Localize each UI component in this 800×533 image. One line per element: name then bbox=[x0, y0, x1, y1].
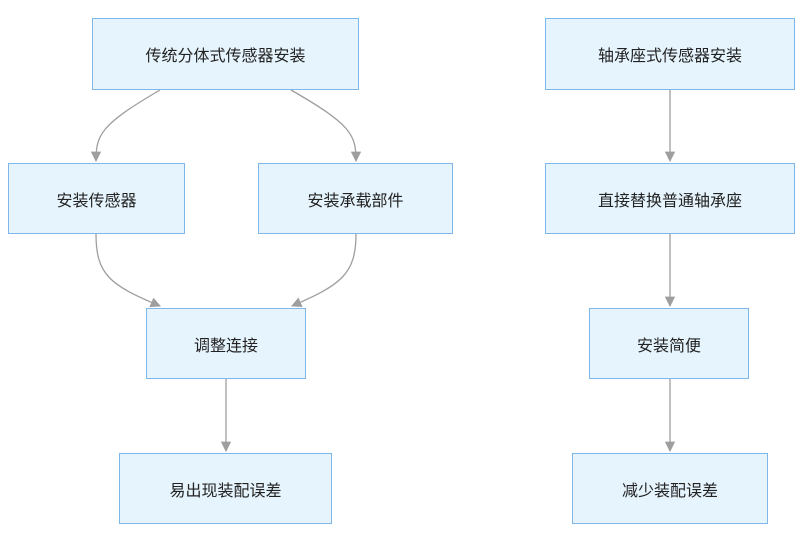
node-split-install: 传统分体式传感器安装 bbox=[92, 18, 359, 90]
node-label: 直接替换普通轴承座 bbox=[597, 190, 742, 210]
node-label: 易出现装配误差 bbox=[169, 480, 282, 500]
node-label: 安装承载部件 bbox=[307, 190, 404, 210]
node-bearing-install: 轴承座式传感器安装 bbox=[545, 18, 795, 90]
node-direct-replace: 直接替换普通轴承座 bbox=[545, 163, 795, 234]
node-install-sensor: 安装传感器 bbox=[8, 163, 185, 234]
edge-split-to-sensor bbox=[90, 89, 161, 163]
node-reduce-error: 减少装配误差 bbox=[572, 453, 768, 524]
node-label: 轴承座式传感器安装 bbox=[597, 46, 742, 65]
node-easy-install: 安装简便 bbox=[589, 308, 749, 379]
node-label: 安装传感器 bbox=[56, 190, 137, 210]
node-label: 减少装配误差 bbox=[621, 480, 718, 500]
edge-sensor-to-adjust bbox=[95, 233, 161, 308]
node-install-parts: 安装承载部件 bbox=[258, 163, 453, 234]
node-adjust-connect: 调整连接 bbox=[146, 308, 306, 379]
node-label: 安装简便 bbox=[636, 335, 701, 355]
edge-split-to-parts bbox=[290, 89, 362, 163]
edge-parts-to-adjust bbox=[291, 233, 357, 308]
node-label: 调整连接 bbox=[193, 335, 258, 355]
node-error-prone: 易出现装配误差 bbox=[119, 453, 332, 524]
node-label: 传统分体式传感器安装 bbox=[145, 46, 306, 65]
